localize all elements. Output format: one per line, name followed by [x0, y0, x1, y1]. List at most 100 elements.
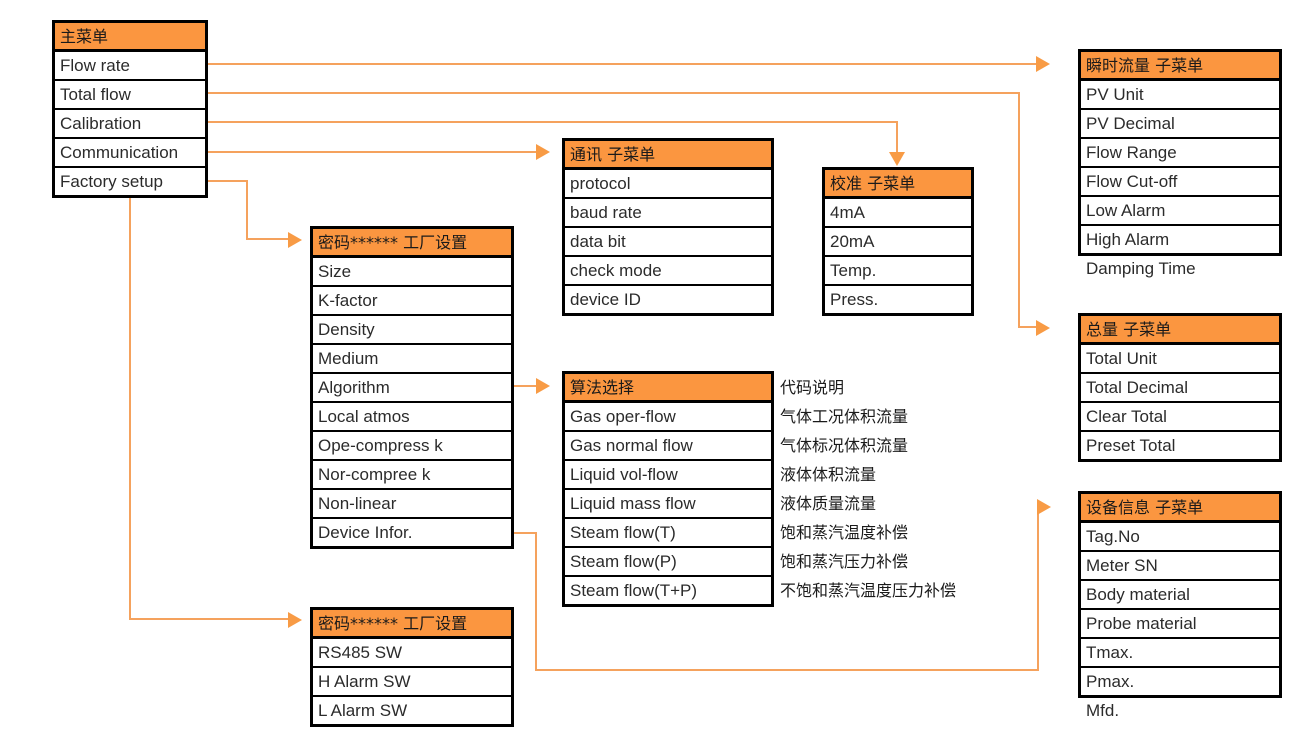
arrow-factory-a: [288, 232, 302, 248]
wire-flow-rate: [208, 63, 1036, 65]
flow-rate-item-low-alarm[interactable]: Low Alarm: [1081, 197, 1279, 226]
communication-item-check-mode[interactable]: check mode: [565, 257, 771, 286]
algorithm-note-gas-oper-flow: 气体工况体积流量: [780, 407, 909, 426]
main-menu-item-calibration[interactable]: Calibration: [55, 110, 205, 139]
device-info-item-tmax[interactable]: Tmax.: [1081, 639, 1279, 668]
algorithm-item-gas-normal-flow[interactable]: Gas normal flow: [565, 432, 771, 461]
total-flow-submenu-header: 总量 子菜单: [1081, 316, 1279, 345]
main-menu-box: 主菜单 Flow rate Total flow Calibration Com…: [52, 20, 208, 198]
wire-communication: [208, 151, 536, 153]
wire-device-info-3: [535, 669, 1039, 671]
calibration-item-press[interactable]: Press.: [830, 290, 879, 309]
wire-device-info-1: [513, 532, 537, 534]
calibration-submenu-header: 校准 子菜单: [825, 170, 971, 199]
factory-setup-item-k-factor[interactable]: K-factor: [313, 287, 511, 316]
communication-item-protocol[interactable]: protocol: [565, 170, 771, 199]
total-flow-item-total-unit[interactable]: Total Unit: [1081, 345, 1279, 374]
device-info-item-pmax[interactable]: Pmax.: [1081, 668, 1279, 697]
communication-item-device-id[interactable]: device ID: [570, 290, 641, 309]
wire-factory-a-2: [246, 180, 248, 240]
arrow-total-flow: [1036, 320, 1050, 336]
device-info-item-probe-material[interactable]: Probe material: [1081, 610, 1279, 639]
wire-total-flow-3: [1018, 326, 1036, 328]
flow-rate-item-damping-time[interactable]: Damping Time: [1086, 259, 1196, 278]
communication-submenu-box: 通讯 子菜单 protocol baud rate data bit check…: [562, 138, 774, 316]
algorithm-item-gas-oper-flow[interactable]: Gas oper-flow: [565, 403, 771, 432]
arrow-factory-b: [288, 612, 302, 628]
factory-setup-2-item-h-alarm-sw[interactable]: H Alarm SW: [313, 668, 511, 697]
factory-setup-header: 密码****** 工厂设置: [313, 229, 511, 258]
communication-item-data-bit[interactable]: data bit: [565, 228, 771, 257]
flow-rate-submenu-box: 瞬时流量 子菜单 PV Unit PV Decimal Flow Range F…: [1078, 49, 1282, 278]
flow-rate-item-flow-cut-off[interactable]: Flow Cut-off: [1081, 168, 1279, 197]
wire-calibration-2: [896, 121, 898, 154]
algorithm-item-steam-flow-p[interactable]: Steam flow(P): [565, 548, 771, 577]
flow-rate-item-high-alarm[interactable]: High Alarm: [1081, 226, 1279, 255]
calibration-submenu-box: 校准 子菜单 4mA 20mA Temp. Press.: [822, 167, 974, 316]
wire-device-info-4: [1037, 506, 1039, 671]
arrow-algorithm: [536, 378, 550, 394]
factory-setup-item-nor-compree-k[interactable]: Nor-compree k: [313, 461, 511, 490]
wire-calibration-1: [208, 121, 898, 123]
factory-setup-item-size[interactable]: Size: [313, 258, 511, 287]
arrow-communication: [536, 144, 550, 160]
wire-algorithm: [513, 385, 536, 387]
main-menu-item-total-flow[interactable]: Total flow: [55, 81, 205, 110]
factory-setup-item-ope-compress-k[interactable]: Ope-compress k: [313, 432, 511, 461]
arrow-device-info: [1037, 499, 1051, 515]
calibration-item-4ma[interactable]: 4mA: [825, 199, 971, 228]
calibration-item-20ma[interactable]: 20mA: [825, 228, 971, 257]
main-menu-header: 主菜单: [55, 23, 205, 52]
factory-setup-item-local-atmos[interactable]: Local atmos: [313, 403, 511, 432]
device-info-item-mfd[interactable]: Mfd.: [1086, 701, 1120, 720]
algorithm-note-steam-flow-p: 饱和蒸汽压力补偿: [780, 552, 909, 571]
algorithm-note-steam-flow-t: 饱和蒸汽温度补偿: [780, 523, 909, 542]
arrow-flow-rate: [1036, 56, 1050, 72]
flow-rate-item-pv-decimal[interactable]: PV Decimal: [1081, 110, 1279, 139]
factory-setup-item-algorithm[interactable]: Algorithm: [313, 374, 511, 403]
main-menu-item-factory-setup[interactable]: Factory setup: [60, 172, 163, 191]
algorithm-note-steam-flow-tp: 不饱和蒸汽温度压力补偿: [780, 581, 957, 600]
factory-setup-2-item-l-alarm-sw[interactable]: L Alarm SW: [318, 701, 408, 720]
wire-factory-b-1: [129, 196, 131, 620]
device-info-item-meter-sn[interactable]: Meter SN: [1081, 552, 1279, 581]
flow-rate-submenu-header: 瞬时流量 子菜单: [1081, 52, 1279, 81]
factory-setup-item-non-linear[interactable]: Non-linear: [313, 490, 511, 519]
factory-setup-2-header: 密码****** 工厂设置: [313, 610, 511, 639]
main-menu-item-communication[interactable]: Communication: [55, 139, 205, 168]
device-info-submenu-header: 设备信息 子菜单: [1081, 494, 1279, 523]
wire-factory-a-1: [208, 180, 248, 182]
device-info-item-tag-no[interactable]: Tag.No: [1081, 523, 1279, 552]
algorithm-item-steam-flow-t[interactable]: Steam flow(T): [565, 519, 771, 548]
wire-factory-b-2: [129, 618, 288, 620]
total-flow-item-total-decimal[interactable]: Total Decimal: [1081, 374, 1279, 403]
main-menu-item-flow-rate[interactable]: Flow rate: [55, 52, 205, 81]
wire-total-flow-2: [1018, 92, 1020, 328]
communication-item-baud-rate[interactable]: baud rate: [565, 199, 771, 228]
factory-setup-item-device-infor[interactable]: Device Infor.: [318, 523, 413, 542]
algorithm-item-liquid-mass-flow[interactable]: Liquid mass flow: [565, 490, 771, 519]
total-flow-item-clear-total[interactable]: Clear Total: [1081, 403, 1279, 432]
factory-setup-item-density[interactable]: Density: [313, 316, 511, 345]
flow-rate-item-flow-range[interactable]: Flow Range: [1081, 139, 1279, 168]
factory-setup-item-medium[interactable]: Medium: [313, 345, 511, 374]
algorithm-menu-box: 算法选择 Gas oper-flow Gas normal flow Liqui…: [562, 371, 774, 607]
algorithm-note-gas-normal-flow: 气体标况体积流量: [780, 436, 909, 455]
algorithm-item-liquid-vol-flow[interactable]: Liquid vol-flow: [565, 461, 771, 490]
wire-total-flow-1: [208, 92, 1020, 94]
algorithm-menu-header: 算法选择: [565, 374, 771, 403]
communication-submenu-header: 通讯 子菜单: [565, 141, 771, 170]
flow-rate-item-pv-unit[interactable]: PV Unit: [1081, 81, 1279, 110]
device-info-submenu-box: 设备信息 子菜单 Tag.No Meter SN Body material P…: [1078, 491, 1282, 720]
factory-setup-box-2: 密码****** 工厂设置 RS485 SW H Alarm SW L Alar…: [310, 607, 514, 727]
calibration-item-temp[interactable]: Temp.: [825, 257, 971, 286]
wire-device-info-2: [535, 532, 537, 671]
algorithm-notes-column: 代码说明 气体工况体积流量 气体标况体积流量 液体体积流量 液体质量流量 饱和蒸…: [777, 374, 1077, 606]
algorithm-note-liquid-vol-flow: 液体体积流量: [780, 465, 877, 484]
algorithm-item-steam-flow-tp[interactable]: Steam flow(T+P): [570, 581, 698, 600]
factory-setup-2-item-rs485-sw[interactable]: RS485 SW: [313, 639, 511, 668]
total-flow-item-preset-total[interactable]: Preset Total: [1086, 436, 1176, 455]
device-info-item-body-material[interactable]: Body material: [1081, 581, 1279, 610]
algorithm-notes-header: 代码说明: [780, 378, 845, 397]
